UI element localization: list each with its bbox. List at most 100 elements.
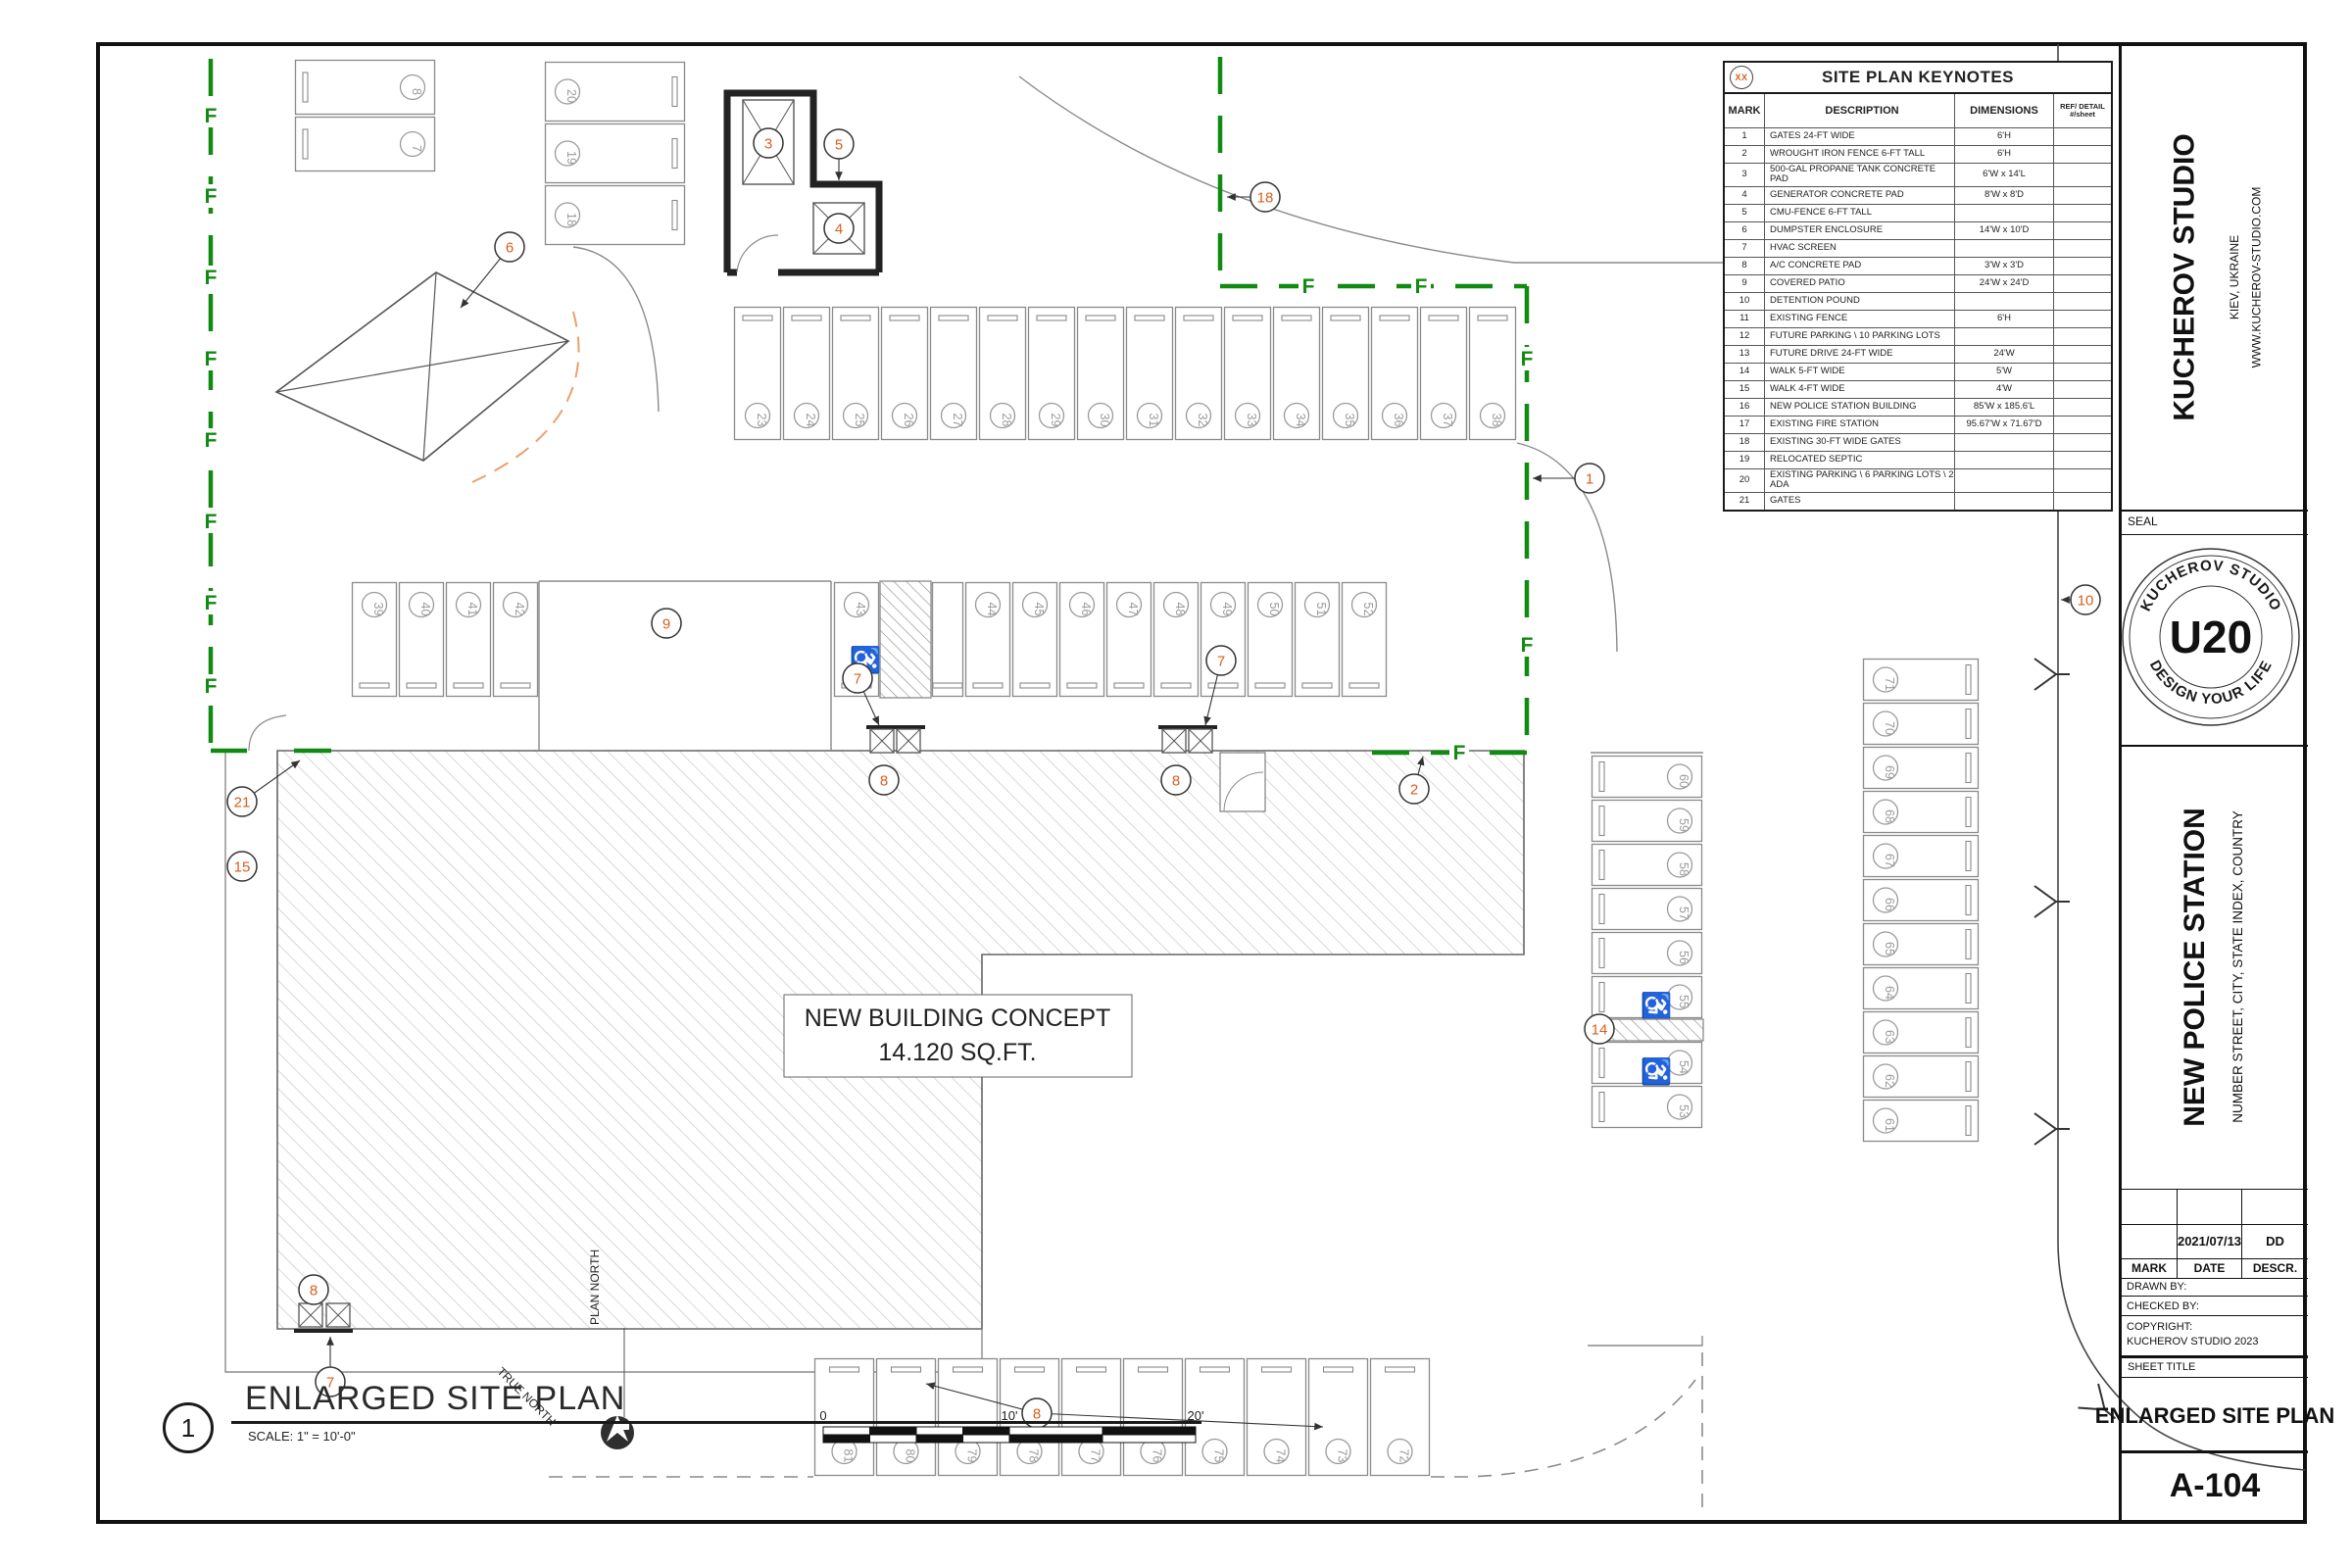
revision-col-date: DATE (2178, 1258, 2242, 1278)
divider-thick (2122, 1355, 2308, 1358)
stall-number: 71 (1883, 677, 1896, 691)
stall-number: 80 (904, 1449, 917, 1463)
revision-col-mark: MARK (2122, 1258, 2178, 1278)
wheel-stop (671, 137, 678, 170)
keynote-cell: 15 (1725, 380, 1765, 398)
stall-number: 72 (1397, 1449, 1411, 1463)
wheel-stop (1260, 1366, 1293, 1373)
wheel-stop (1598, 805, 1605, 837)
keynote-cell (2054, 293, 2111, 310)
stall-number-circle (940, 402, 967, 429)
keynote-cell (2054, 275, 2111, 292)
stall-number-circle (1256, 591, 1284, 618)
wheel-stop (1075, 1366, 1107, 1373)
stall-number-circle (744, 402, 771, 429)
wheel-stop (828, 1366, 860, 1373)
revision-date: 2021/07/13 (2178, 1224, 2242, 1258)
stall-number: 42 (513, 603, 526, 616)
wheel-stop (1232, 315, 1263, 321)
keynote-cell: 14'W x 10'D (1955, 221, 2054, 239)
stall-number-circle (1872, 710, 1899, 737)
keynote-cell (1955, 204, 2054, 221)
sheet-title: ENLARGED SITE PLAN (2094, 1403, 2335, 1428)
wheel-stop (791, 315, 822, 321)
stall-number-circle (843, 591, 870, 618)
svg-text:F: F (205, 675, 218, 698)
drive-line (538, 580, 832, 751)
street-edge-line (2057, 44, 2306, 1471)
wheel-stop (1183, 315, 1214, 321)
stall-number-circle (1162, 591, 1190, 618)
keynote-cell: 4 (1725, 186, 1765, 204)
scale-0: 0 (819, 1408, 826, 1423)
keynote-marker-6: 6 (460, 231, 525, 309)
keynote-cell: A/C CONCRETE PAD (1765, 257, 1955, 274)
svg-text:F: F (205, 511, 218, 533)
wheel-stop (952, 1366, 984, 1373)
view-title: ENLARGED SITE PLAN (245, 1380, 626, 1417)
keynote-cell: 21 (1725, 492, 1765, 510)
keynote-cell: HVAC SCREEN (1765, 239, 1955, 257)
keynote-cell: 6 (1725, 221, 1765, 239)
north-arrow-icon (601, 1328, 634, 1449)
keynote-number: 8 (1033, 1406, 1041, 1423)
wheel-stop (890, 1366, 922, 1373)
keynote-cell: 24'W (1955, 345, 2054, 363)
keynote-cell (2054, 205, 2111, 221)
revision-descr: DD (2266, 1234, 2284, 1249)
keynote-marker-7: 7 (1203, 645, 1237, 726)
studio-website: WWW.KUCHEROV-STUDIO.COM (2249, 186, 2264, 368)
hatched-walk-stall (879, 580, 932, 699)
stall-number-circle (1087, 402, 1114, 429)
keynote-marker-7: 7 (842, 662, 880, 726)
keynote-cell: 5 (1725, 204, 1765, 221)
wheel-stop (1019, 682, 1051, 689)
keynote-cell: 18 (1725, 433, 1765, 451)
keynote-marker-8: 8 (1160, 764, 1192, 796)
stall-number: 50 (1267, 603, 1281, 616)
keynote-bubble-icon: XX (1730, 66, 1753, 89)
wheel-stop (1598, 937, 1605, 969)
divider (2122, 534, 2308, 535)
stall-number-circle (1303, 591, 1331, 618)
keynote-number: 7 (326, 1375, 334, 1392)
stall-number-circle (455, 591, 482, 618)
svg-text:F: F (205, 267, 218, 289)
stall-number: 39 (371, 603, 385, 616)
street-chevron-icon (2034, 1112, 2070, 1146)
stall-number: 30 (1098, 414, 1111, 427)
keynote-cell: 8 (1725, 257, 1765, 274)
project-address: NUMBER STREET, CITY, STATE INDEX, COUNTR… (2230, 810, 2245, 1123)
scale-10: 10' (1002, 1408, 1018, 1423)
stall-number: 38 (1490, 414, 1503, 427)
parking-stall (1184, 1357, 1246, 1477)
drive-line (1588, 1336, 1703, 1347)
keynote-number: 2 (1410, 782, 1418, 799)
stall-number-circle (399, 74, 426, 101)
wheel-stop (1965, 1060, 1972, 1093)
wheel-stop (302, 128, 309, 160)
copyright-value: KUCHEROV STUDIO 2023 (2127, 1336, 2259, 1348)
wheel-stop (406, 682, 437, 689)
keynote-cell: 19 (1725, 451, 1765, 468)
keynote-cell: 6'H (1955, 128, 2054, 145)
divider (2122, 1377, 2308, 1378)
keynote-cell (2054, 434, 2111, 451)
stall-number: 74 (1274, 1449, 1288, 1463)
stall-number-circle (1387, 1438, 1413, 1465)
keynote-cell (2054, 493, 2111, 510)
stall-number-circle (1201, 1438, 1228, 1465)
stall-number: 7 (410, 145, 423, 152)
keynote-cell: NEW POLICE STATION BUILDING (1765, 398, 1955, 416)
stall-number-circle (399, 130, 426, 158)
svg-text:F: F (205, 105, 218, 127)
revision-table: 2021/07/13 DD MARK DATE DESCR. DRAWN BY:… (2122, 1189, 2308, 1356)
stall-number: 40 (418, 603, 432, 616)
stall-number: 34 (1294, 414, 1307, 427)
col-dimensions: DIMENSIONS (1955, 94, 2054, 127)
